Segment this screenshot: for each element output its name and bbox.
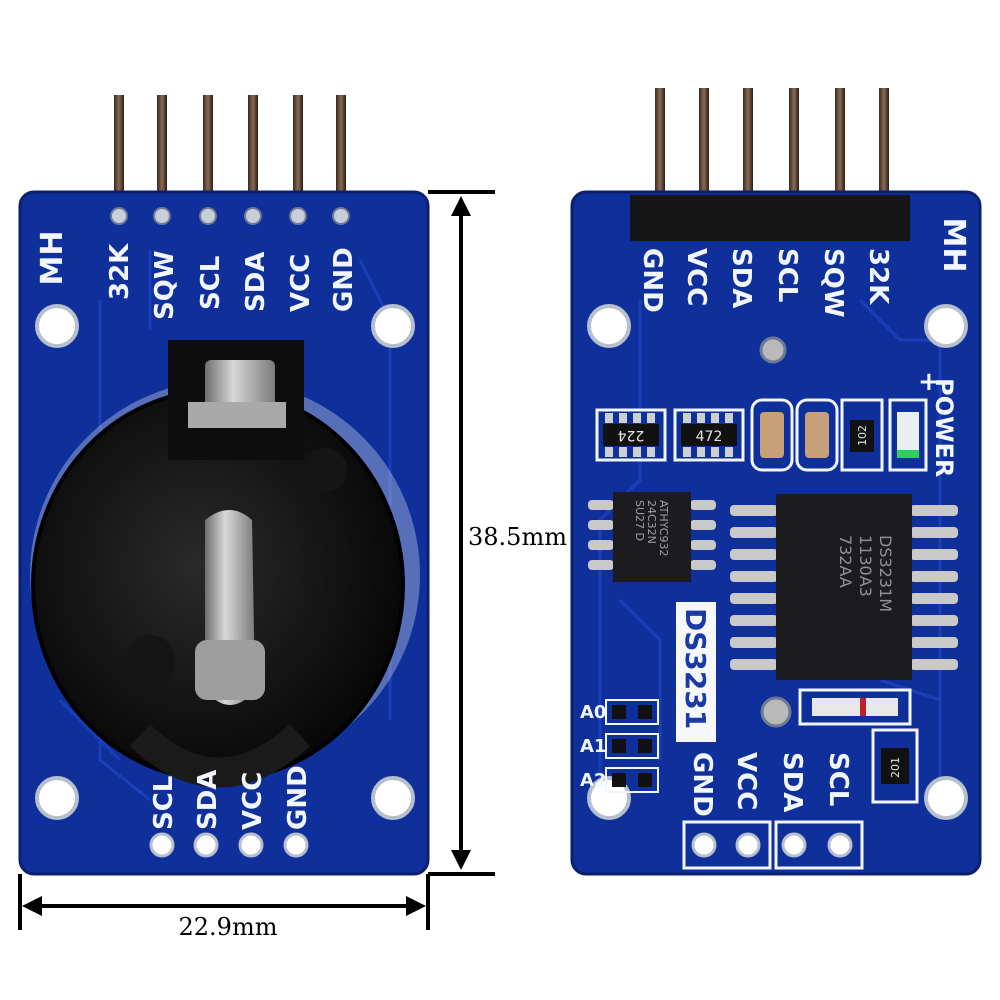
back-header-pins — [655, 88, 889, 208]
front-header-pins — [114, 95, 346, 195]
front-bottom-pads — [149, 832, 309, 858]
front-bottom-label-4: GND — [283, 765, 313, 830]
model-label: DS3231 — [679, 608, 712, 729]
front-pin-label-1: 32K — [105, 243, 135, 300]
mount-hole — [371, 776, 415, 820]
resistor-array-2-code: 472 — [696, 429, 723, 445]
back-pin-label-3: SDA — [726, 248, 756, 308]
power-label: POWER — [930, 378, 958, 477]
front-board: MH 32K SQW SCL SDA VCC GND — [18, 95, 430, 876]
mount-hole — [587, 304, 631, 348]
eeprom-marking-1: ATHYC932 — [657, 500, 670, 556]
back-bottom-label-4: SCL — [823, 752, 853, 806]
front-bottom-label-3: VCC — [238, 772, 268, 830]
resistor-array-2: 472 — [673, 408, 745, 462]
back-top-pin-labels: GND VCC SDA SCL SQW 32K — [637, 248, 893, 318]
back-pin-label-2: VCC — [681, 248, 711, 306]
back-pin-label-1: GND — [637, 248, 667, 313]
mount-hole — [35, 304, 79, 348]
mount-hole — [924, 776, 968, 820]
front-bottom-pin-labels: SCL SDA VCC GND — [149, 765, 313, 830]
address-jumpers: A0 A1 A2 — [580, 699, 659, 793]
back-bottom-label-1: GND — [687, 752, 717, 817]
width-label: 22.9mm — [179, 913, 278, 941]
resistor-201: 201 — [871, 728, 919, 804]
height-dimension — [428, 190, 495, 876]
diode — [798, 688, 912, 726]
resistor-array-1: 224 — [595, 408, 667, 462]
eeprom-chip: ATHYC932 24C32N SU27 D — [588, 492, 716, 582]
front-pin-label-2: SQW — [150, 250, 180, 320]
address-label-a1: A1 — [580, 736, 606, 757]
front-pin-label-5: VCC — [286, 254, 316, 312]
back-board: MH GND VCC SDA SCL SQW 32K + POWER 224 4… — [570, 88, 982, 876]
capacitor — [795, 398, 839, 472]
front-top-pads — [110, 207, 350, 225]
resistor-array-1-code: 224 — [618, 427, 645, 443]
pin-header-housing — [630, 195, 910, 241]
mount-hole — [924, 304, 968, 348]
resistor-201-code: 201 — [889, 757, 902, 778]
back-brand: MH — [936, 218, 971, 273]
power-plus: + — [918, 367, 940, 397]
back-bottom-label-2: VCC — [731, 752, 761, 810]
front-brand: MH — [35, 231, 70, 286]
front-pin-label-4: SDA — [241, 252, 271, 312]
back-bottom-pads — [691, 832, 853, 858]
front-pin-label-6: GND — [329, 247, 359, 312]
width-dimension — [18, 874, 430, 930]
back-bottom-label-3: SDA — [777, 752, 807, 812]
resistor-102: 102 — [840, 398, 884, 472]
front-bottom-label-1: SCL — [149, 776, 179, 830]
via — [759, 336, 787, 364]
rtc-marking-3: 732AA — [836, 535, 855, 588]
front-bottom-label-2: SDA — [193, 770, 223, 830]
capacitor — [750, 398, 794, 472]
height-label: 38.5mm — [468, 523, 567, 551]
back-bottom-pin-labels: GND VCC SDA SCL — [687, 752, 853, 817]
rtc-marking-1: DS3231M — [876, 535, 895, 612]
mount-hole — [587, 776, 631, 820]
resistor-102-code: 102 — [856, 425, 869, 446]
battery-holder — [30, 340, 420, 788]
mount-hole — [35, 776, 79, 820]
address-label-a0: A0 — [580, 702, 606, 723]
back-pin-label-6: 32K — [863, 248, 893, 305]
front-pin-label-3: SCL — [196, 256, 226, 310]
back-pin-label-5: SQW — [818, 248, 848, 318]
mount-hole — [371, 304, 415, 348]
back-pin-label-4: SCL — [772, 248, 802, 302]
eeprom-marking-3: SU27 D — [633, 500, 646, 541]
via — [760, 696, 792, 728]
front-top-pin-labels: 32K SQW SCL SDA VCC GND — [105, 243, 359, 320]
eeprom-marking-2: 24C32N — [645, 500, 658, 544]
rtc-marking-2: 1130A3 — [856, 535, 875, 597]
rtc-chip: DS3231M 1130A3 732AA — [730, 494, 958, 680]
power-led — [888, 398, 928, 472]
address-label-a2: A2 — [580, 770, 606, 791]
